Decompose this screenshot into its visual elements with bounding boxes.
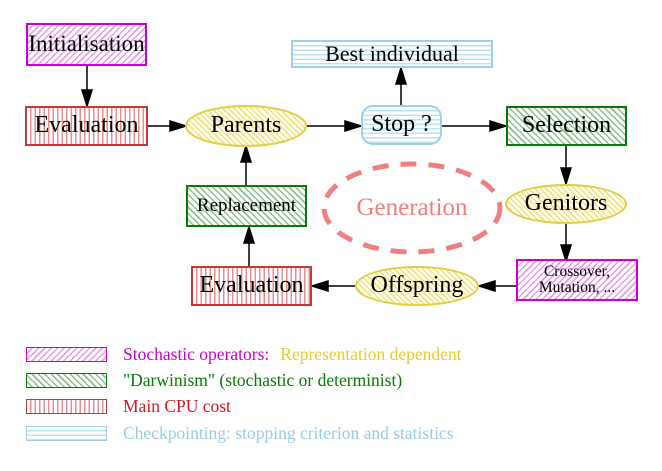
node-mutation-label: Mutation, ... (538, 279, 616, 296)
node-parents-label: Parents (210, 112, 282, 139)
legend-label-darwinism: "Darwinism" (stochastic or determinist) (123, 369, 403, 390)
legend-row-stochastic: Stochastic operators: Representation dep… (26, 340, 462, 368)
generation-label: Generation (356, 194, 468, 221)
node-parents: Parents (185, 105, 307, 147)
legend-label-stochastic-operators: Stochastic operators: (123, 343, 270, 364)
legend-row-cpu-cost: Main CPU cost (26, 392, 231, 420)
node-replacement-label: Replacement (196, 195, 297, 217)
node-offspring: Offspring (355, 266, 479, 306)
node-selection-label: Selection (521, 112, 612, 139)
legend-label-representation-dependent: Representation dependent (280, 343, 462, 364)
node-best-individual: Best individual (291, 40, 493, 68)
node-evaluation-top: Evaluation (25, 106, 148, 146)
node-genitors-label: Genitors (524, 190, 608, 217)
legend-swatch-checkpointing (26, 425, 107, 441)
node-genitors: Genitors (505, 184, 627, 224)
node-stop-label: Stop ? (371, 111, 432, 138)
node-evaluation-bottom: Evaluation (191, 266, 312, 306)
legend-label-main-cpu-cost: Main CPU cost (123, 395, 231, 416)
legend-row-checkpointing: Checkpointing: stopping criterion and st… (26, 419, 454, 447)
legend-swatch-darwinism (26, 372, 107, 388)
node-evaluation-bottom-label: Evaluation (199, 272, 304, 299)
node-evaluation-top-label: Evaluation (34, 112, 139, 139)
legend-swatch-main-cpu-cost (26, 398, 107, 414)
legend-label-checkpointing: Checkpointing: stopping criterion and st… (123, 422, 454, 443)
node-initialisation: Initialisation (26, 23, 147, 66)
node-offspring-label: Offspring (370, 272, 464, 299)
legend-swatch-stochastic-operators (26, 346, 107, 362)
node-stop: Stop ? (361, 105, 442, 145)
node-replacement: Replacement (186, 185, 307, 227)
node-crossover-mutation: Crossover, Mutation, ... (516, 259, 638, 301)
node-crossover-label: Crossover, (543, 262, 611, 280)
node-initialisation-label: Initialisation (28, 31, 145, 57)
legend-row-darwinism: "Darwinism" (stochastic or determinist) (26, 366, 402, 394)
node-selection: Selection (506, 106, 627, 146)
node-best-individual-label: Best individual (325, 41, 459, 67)
